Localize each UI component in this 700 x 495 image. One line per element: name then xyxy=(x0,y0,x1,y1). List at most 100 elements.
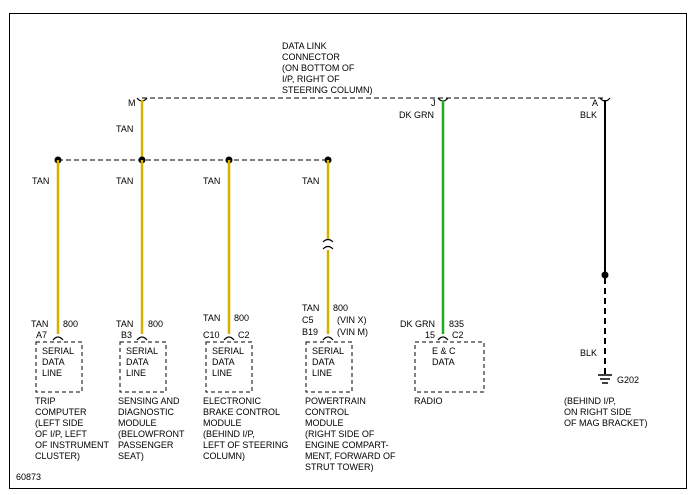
m4-desc-1: POWERTRAIN xyxy=(305,396,366,406)
m2-label-1: SERIAL xyxy=(126,346,158,356)
m3-circuit: 800 xyxy=(234,313,249,323)
m4-desc-4: (RIGHT SIDE OF xyxy=(305,429,375,439)
m3-label-3: LINE xyxy=(212,368,232,378)
ground-desc-3: OF MAG BRACKET) xyxy=(564,418,648,428)
m3-desc-6: COLUMN) xyxy=(203,451,245,461)
m4-label-2: DATA xyxy=(312,357,335,367)
m4-terminal-2-vin: (VIN M) xyxy=(337,327,368,337)
blk-label-bottom: BLK xyxy=(580,348,597,358)
m5-box xyxy=(414,341,485,393)
m4-desc-7: STRUT TOWER) xyxy=(305,462,374,472)
m2-desc-2: DIAGNOSTIC xyxy=(118,407,175,417)
m4-desc-6: MENT, FORWARD OF xyxy=(305,451,396,461)
data-link-connector: DATA LINK CONNECTOR (ON BOTTOM OF I/P, R… xyxy=(128,41,611,108)
m3-terminal: C10 xyxy=(203,330,220,340)
m4-terminal-1: C5 xyxy=(302,315,314,325)
m1-desc-3: (LEFT SIDE xyxy=(35,418,83,428)
m5-pin-symbol xyxy=(437,336,449,341)
m3-desc-1: ELECTRONIC xyxy=(203,396,262,406)
dlc-title-line-4: I/P, RIGHT OF xyxy=(282,74,340,84)
inline-connector-symbol xyxy=(322,238,334,250)
dlc-title-line-3: (ON BOTTOM OF xyxy=(282,63,355,73)
m4-label-1: SERIAL xyxy=(312,346,344,356)
m3-desc-2: BRAKE CONTROL xyxy=(203,407,280,417)
dlc-title-line-1: DATA LINK xyxy=(282,41,327,51)
m3-desc-4: (BEHIND I/P, xyxy=(203,429,255,439)
dlc-title-line-5: STEERING COLUMN) xyxy=(282,85,373,95)
m1-label-2: DATA xyxy=(42,357,65,367)
m4-desc-5: ENGINE COMPART- xyxy=(305,440,389,450)
m3-label-1: SERIAL xyxy=(212,346,244,356)
m4-desc-2: CONTROL xyxy=(305,407,349,417)
m3-desc-3: MODULE xyxy=(203,418,242,428)
m3-wire-color: TAN xyxy=(203,313,220,323)
dlc-title-line-2: CONNECTOR xyxy=(282,52,340,62)
m4-desc-3: MODULE xyxy=(305,418,344,428)
m1-label-1: SERIAL xyxy=(42,346,74,356)
m2-desc-5: PASSENGER xyxy=(118,440,174,450)
m2-circuit: 800 xyxy=(148,319,163,329)
m5-connector: C2 xyxy=(452,330,464,340)
m1-terminal: A7 xyxy=(36,330,47,340)
m2-desc-6: SEAT) xyxy=(118,451,144,461)
m4-circuit: 800 xyxy=(333,303,348,313)
m4-box xyxy=(305,341,353,393)
tan-trunk-label: TAN xyxy=(116,124,133,134)
ground-circuit: BLK BLK G202 (BEHIND I/P, ON RIGHT SIDE … xyxy=(564,100,648,428)
m1-desc-5: OF INSTRUMENT xyxy=(35,440,109,450)
m5-terminal: 15 xyxy=(425,330,435,340)
m2-desc-4: (BELOWFRONT xyxy=(118,429,185,439)
m1-wire-color: TAN xyxy=(31,319,48,329)
m3-desc-5: LEFT OF STEERING xyxy=(203,440,288,450)
ground-desc-2: ON RIGHT SIDE xyxy=(564,407,631,417)
m3-pin-symbol xyxy=(223,336,235,341)
branch-label-2: TAN xyxy=(116,176,133,186)
m5-wire-color: DK GRN xyxy=(400,319,435,329)
m1-box xyxy=(35,341,83,393)
diagram-frame xyxy=(9,13,687,489)
m2-box xyxy=(119,341,167,393)
m3-box xyxy=(205,341,253,393)
m5-label-2: DATA xyxy=(432,357,455,367)
branch-label-4: TAN xyxy=(302,176,319,186)
figure-id: 60873 xyxy=(16,472,41,482)
m1-pin-symbol xyxy=(52,336,64,341)
blk-label-top: BLK xyxy=(580,110,597,120)
m5-label-1: E & C xyxy=(432,346,456,356)
blk-splice-dot xyxy=(601,271,609,279)
m3-label-2: DATA xyxy=(212,357,235,367)
m4-label-3: LINE xyxy=(312,368,332,378)
dk-grn-label-top: DK GRN xyxy=(399,110,434,120)
m5-circuit: 835 xyxy=(449,319,464,329)
module-ebcm: TAN 800 C10 C2 SERIAL DATA LINE ELECTRON… xyxy=(203,313,288,461)
module-trip-computer: TAN 800 A7 SERIAL DATA LINE TRIP COMPUTE… xyxy=(31,319,109,461)
m2-label-3: LINE xyxy=(126,368,146,378)
m1-circuit: 800 xyxy=(63,319,78,329)
m5-desc-1: RADIO xyxy=(414,396,443,406)
m1-desc-4: OF I/P, LEFT xyxy=(35,429,87,439)
branch-label-3: TAN xyxy=(203,176,220,186)
m2-desc-3: MODULE xyxy=(118,418,157,428)
m1-desc-1: TRIP xyxy=(35,396,56,406)
m4-terminal-1-vin: (VIN X) xyxy=(337,315,367,325)
dlc-pin-m: M xyxy=(128,98,136,108)
m2-wire-color: TAN xyxy=(116,319,133,329)
m2-terminal: B3 xyxy=(121,330,132,340)
m4-terminal-2: B19 xyxy=(302,327,318,337)
m3-connector: C2 xyxy=(238,330,250,340)
ground-desc-1: (BEHIND I/P, xyxy=(564,396,616,406)
module-radio: DK GRN 835 15 C2 E & C DATA RADIO xyxy=(400,319,485,406)
m1-desc-6: CLUSTER) xyxy=(35,451,80,461)
module-sensing-diagnostic: TAN 800 B3 SERIAL DATA LINE SENSING AND … xyxy=(116,319,185,461)
module-pcm: TAN 800 C5 (VIN X) B19 (VIN M) SERIAL DA… xyxy=(302,303,396,472)
m2-desc-1: SENSING AND xyxy=(118,396,180,406)
dlc-pin-j: J xyxy=(431,98,436,108)
dlc-pin-a: A xyxy=(592,98,598,108)
m1-desc-2: COMPUTER xyxy=(35,407,87,417)
m4-pin-symbol xyxy=(322,336,334,341)
branch-label-1: TAN xyxy=(32,176,49,186)
m2-label-2: DATA xyxy=(126,357,149,367)
m2-pin-symbol xyxy=(136,336,148,341)
m4-wire-color: TAN xyxy=(302,303,319,313)
